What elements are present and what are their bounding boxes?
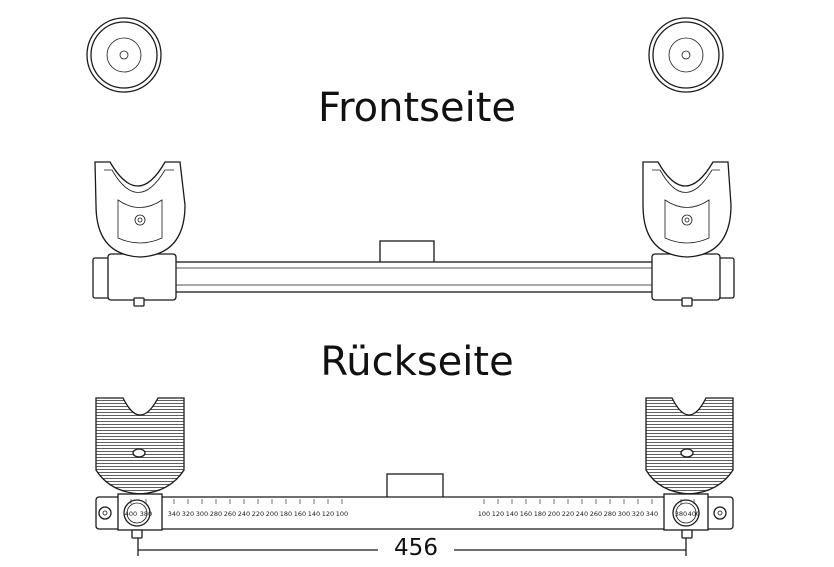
front-view <box>92 161 735 307</box>
scale-right-label: 220 <box>562 510 574 518</box>
scale-right-label: 260 <box>590 510 602 518</box>
scale-left-label: 380 <box>140 510 152 518</box>
back-view-title: Rückseite <box>320 339 514 385</box>
scale-right-label: 320 <box>632 510 644 518</box>
scale-right-label: 380 <box>675 510 687 518</box>
back-center-block <box>386 473 444 499</box>
round-foot-right <box>648 17 724 93</box>
scale-left-label: 280 <box>210 510 222 518</box>
scale-right-label: 140 <box>506 510 518 518</box>
scale-right-label: 400 <box>688 510 700 518</box>
scale-right-label: 240 <box>576 510 588 518</box>
front-view-title: Frontseite <box>317 85 517 131</box>
scale-left-label: 180 <box>280 510 292 518</box>
front-rail <box>99 261 729 293</box>
scale-left-label: 200 <box>266 510 278 518</box>
scale-left-label: 300 <box>196 510 208 518</box>
scale-left-label: 140 <box>308 510 320 518</box>
scale-left-label: 240 <box>238 510 250 518</box>
scale-right-label: 120 <box>492 510 504 518</box>
scale-left-label: 160 <box>294 510 306 518</box>
scale-left-label: 340 <box>168 510 180 518</box>
dimension-label: 456 <box>378 537 454 560</box>
scale-right-label: 280 <box>604 510 616 518</box>
scale-right-label: 200 <box>548 510 560 518</box>
scale-right-label: 340 <box>646 510 658 518</box>
scale-left-label: 100 <box>336 510 348 518</box>
front-holder-left <box>92 161 186 307</box>
scale-right-label: 300 <box>618 510 630 518</box>
scale-right-label: 160 <box>520 510 532 518</box>
front-holder-right <box>642 161 735 307</box>
back-holder-right <box>645 397 734 539</box>
scale-right-label: 180 <box>534 510 546 518</box>
back-holder-left <box>95 397 185 539</box>
scale-left-label: 260 <box>224 510 236 518</box>
scale-left-label: 320 <box>182 510 194 518</box>
front-center-block <box>379 240 435 265</box>
scale-left-label: 120 <box>322 510 334 518</box>
scale-left-label: 400 <box>125 510 137 518</box>
scale-left-label: 220 <box>252 510 264 518</box>
round-foot-left <box>86 17 162 93</box>
back-rail <box>95 496 734 530</box>
scale-right-label: 100 <box>478 510 490 518</box>
